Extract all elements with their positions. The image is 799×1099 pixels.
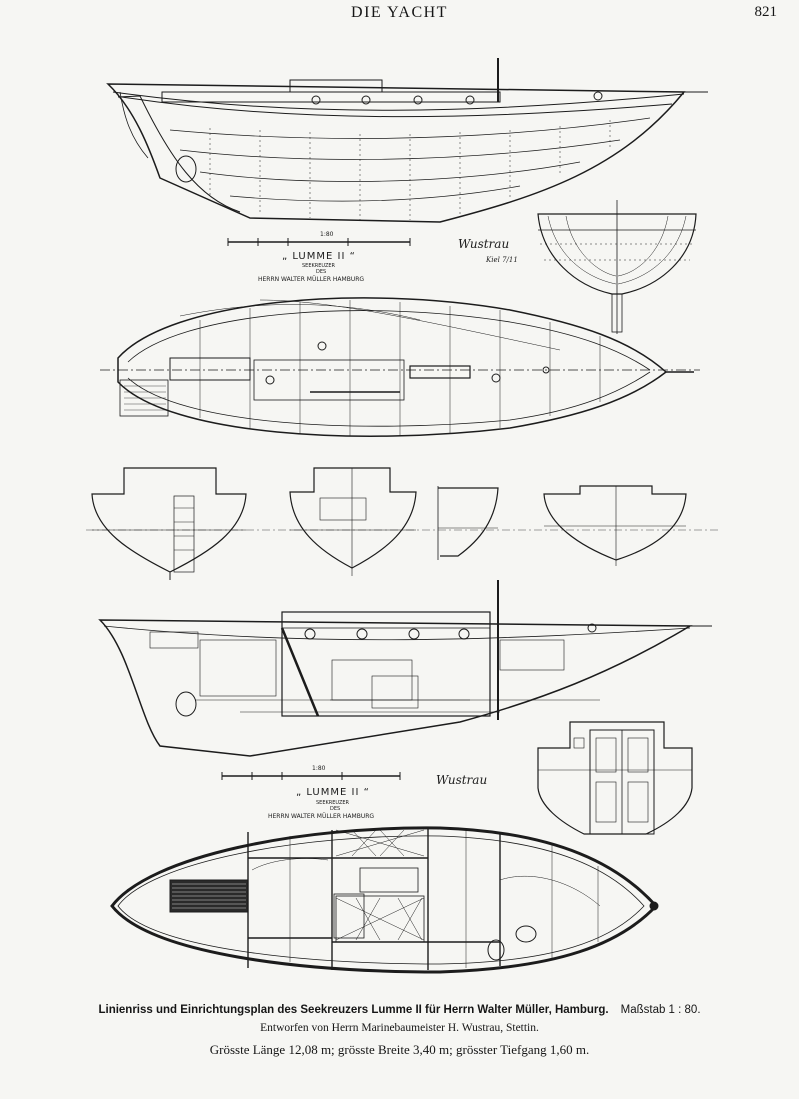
caption-scale: Maßstab 1 : 80. xyxy=(620,1004,701,1016)
drawing-title-bottom: „ LUMME II “ xyxy=(296,787,370,798)
body-plan-drawing xyxy=(537,200,697,334)
page-number: 821 xyxy=(754,4,778,20)
designer-signature-top: Wustrau xyxy=(458,237,509,251)
caption-line-2: Entworfen von Herrn Marinebaumeister H. … xyxy=(260,1022,539,1034)
cross-section-3 xyxy=(437,486,499,560)
drawing-subtitle-bottom-1: SEEKREUZER xyxy=(316,800,350,806)
technical-drawing-plate: 1:80 „ LUMME II “ SEEKREUZER DES HERRN W… xyxy=(86,58,720,974)
cross-section-1 xyxy=(91,467,247,580)
drawing-subtitle-top-1: SEEKREUZER xyxy=(302,263,336,269)
cross-section-4 xyxy=(543,485,687,566)
accommodation-plan-drawing xyxy=(110,826,659,974)
caption-line-3: Grösste Länge 12,08 m; grösste Breite 3,… xyxy=(209,1042,590,1057)
drawing-subtitle-bottom-2: DES xyxy=(330,806,340,812)
scale-mark-bottom: 1:80 xyxy=(312,765,326,772)
drawing-owner-bottom: HERRN WALTER MÜLLER HAMBURG xyxy=(268,813,374,820)
scale-bar-top xyxy=(227,238,411,246)
deck-plan-drawing xyxy=(100,297,700,437)
interior-profile-drawing xyxy=(98,580,712,757)
running-title: DIE YACHT xyxy=(351,4,448,21)
cross-section-2 xyxy=(289,467,417,576)
page-header: DIE YACHT 821 xyxy=(0,0,799,30)
drawing-subtitle-top-2: DES xyxy=(316,269,326,275)
date-mark-top: Kiel 7/11 xyxy=(485,256,518,264)
scale-bar-bottom xyxy=(221,772,401,780)
designer-signature-bottom: Wustrau xyxy=(436,773,487,787)
caption-line-1: Linienriss und Einrichtungsplan des Seek… xyxy=(0,1004,799,1016)
sheer-profile-drawing xyxy=(106,58,708,223)
drawing-owner-top: HERRN WALTER MÜLLER HAMBURG xyxy=(258,276,364,283)
drawing-title-top: „ LUMME II “ xyxy=(282,251,356,262)
caption-title: Linienriss und Einrichtungsplan des Seek… xyxy=(98,1004,609,1016)
door-section-drawing xyxy=(537,721,693,835)
scale-mark-top: 1:80 xyxy=(320,231,334,238)
